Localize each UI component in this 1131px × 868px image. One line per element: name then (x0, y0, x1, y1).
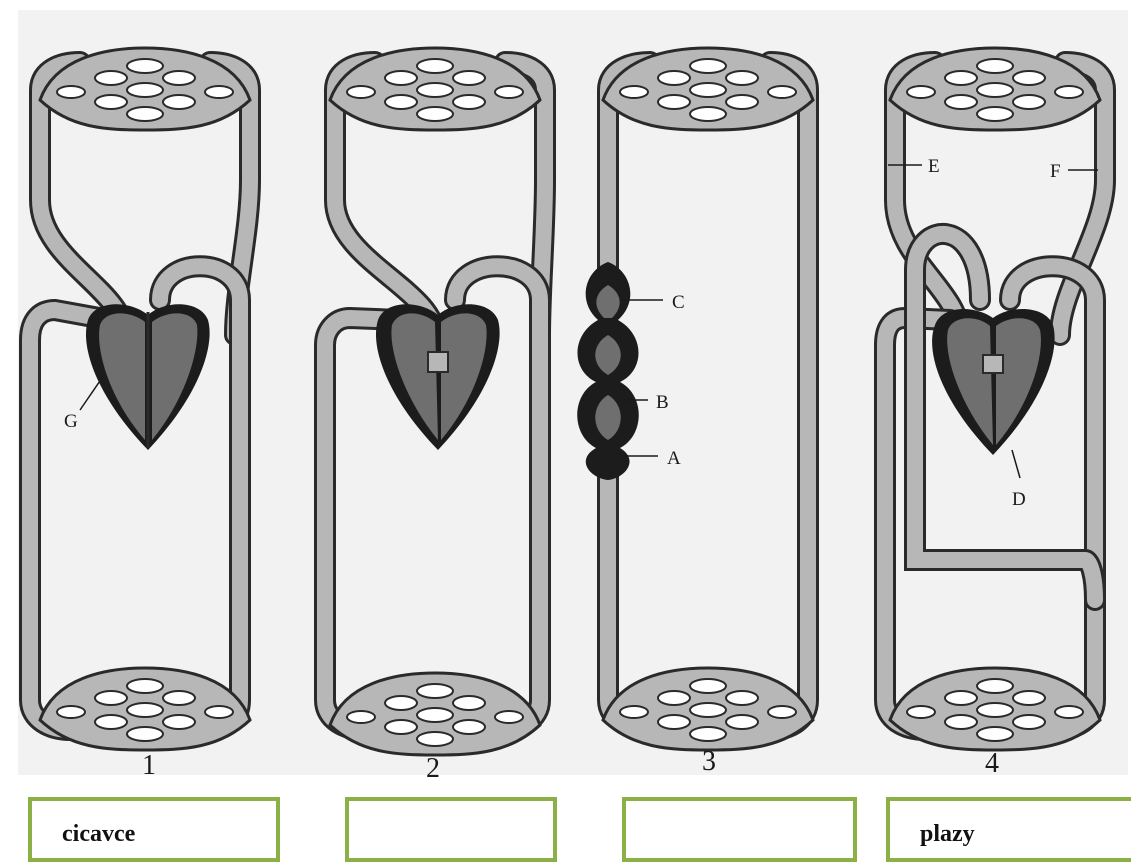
diagram-number-3: 3 (702, 748, 716, 776)
answer-box-4[interactable]: plazy (886, 797, 1131, 862)
answer-box-2[interactable] (345, 797, 557, 862)
label-e: E (928, 157, 940, 176)
label-d: D (1012, 490, 1026, 509)
label-b: B (656, 393, 669, 412)
answer-text-4: plazy (920, 821, 975, 848)
diagram-number-1: 1 (142, 752, 156, 780)
label-c: C (672, 293, 685, 312)
answer-text-1: cicavce (62, 821, 135, 848)
diagram-number-2: 2 (426, 755, 440, 783)
circulatory-diagrams (0, 0, 1131, 790)
diagram-number-4: 4 (985, 750, 999, 778)
label-a: A (667, 449, 681, 468)
label-f: F (1050, 162, 1061, 181)
label-g: G (64, 412, 78, 431)
answer-box-3[interactable] (622, 797, 857, 862)
answer-box-1[interactable]: cicavce (28, 797, 280, 862)
